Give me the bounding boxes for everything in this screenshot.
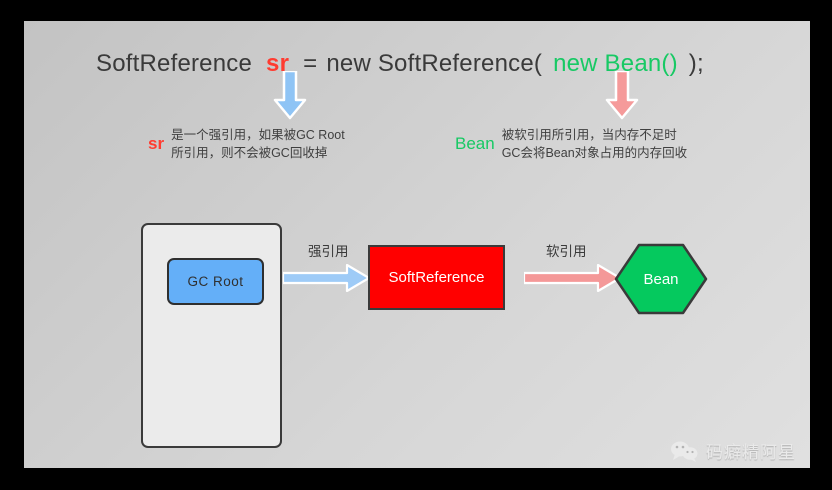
annotation-sr-line1: 是一个强引用，如果被GC Root [171, 128, 345, 142]
gc-root-node[interactable]: GC Root [167, 258, 264, 305]
code-token-equals: = [303, 50, 318, 77]
bean-node[interactable]: Bean [614, 243, 708, 315]
annotation-bean-text: 被软引用所引用，当内存不足时 GC会将Bean对象占用的内存回收 [502, 126, 687, 162]
annotation-sr-key: sr [148, 134, 165, 154]
code-token-constructor: new SoftReference( [326, 50, 543, 77]
soft-reference-label: 软引用 [546, 244, 587, 259]
annotation-bean-line1: 被软引用所引用，当内存不足时 [501, 128, 677, 142]
code-token-end: ); [688, 50, 704, 77]
annotation-sr-line2: 所引用，则不会被GC回收掉 [171, 146, 328, 161]
soft-reference-node[interactable]: SoftReference [368, 245, 505, 310]
wechat-icon [671, 441, 698, 462]
code-token-type: SoftReference [96, 50, 253, 77]
annotation-bean-line2: GC会将Bean对象占用的内存回收 [501, 146, 688, 161]
annotation-sr: sr 是一个强引用，如果被GC Root 所引用，则不会被GC回收掉 [148, 126, 345, 162]
down-arrow-sr-icon [272, 69, 308, 126]
watermark: 码癖精阿星 [670, 438, 796, 463]
strong-reference-arrow-icon [281, 263, 371, 297]
annotation-bean-key: Bean [455, 134, 495, 154]
annotation-bean: Bean 被软引用所引用，当内存不足时 GC会将Bean对象占用的内存回收 [455, 126, 687, 162]
soft-reference-arrow-icon [522, 263, 622, 297]
annotation-sr-text: 是一个强引用，如果被GC Root 所引用，则不会被GC回收掉 [171, 126, 345, 162]
watermark-text: 码癖精阿星 [706, 443, 796, 463]
strong-reference-label: 强引用 [308, 244, 349, 259]
down-arrow-bean-icon [604, 69, 640, 126]
gc-root-container: GC Root [141, 223, 282, 448]
